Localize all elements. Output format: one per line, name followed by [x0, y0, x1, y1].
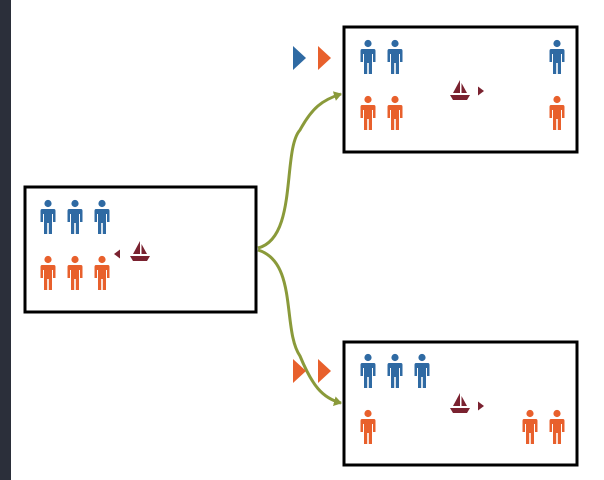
cannibal-move-triangle-icon	[318, 359, 331, 383]
cannibal-move-triangle-icon	[293, 359, 306, 383]
missionary-person-icon	[387, 39, 403, 74]
cannibal-person-icon	[360, 95, 376, 130]
transition-arrow-down	[257, 248, 342, 407]
cannibal-person-icon	[549, 95, 565, 130]
missionary-person-icon	[549, 39, 565, 74]
cannibal-person-icon	[360, 409, 376, 444]
missionary-person-icon	[414, 353, 430, 388]
boat-direction-left-icon	[114, 249, 120, 259]
cannibal-person-icon	[67, 255, 83, 290]
cannibal-person-icon	[387, 95, 403, 130]
cannibal-person-icon	[522, 409, 538, 444]
state-box-move-one-each	[342, 25, 579, 154]
sailboat-icon	[450, 393, 470, 413]
cannibal-person-icon	[40, 255, 56, 290]
missionary-person-icon	[40, 199, 56, 234]
missionary-person-icon	[67, 199, 83, 234]
window-edge-bar	[0, 0, 11, 480]
missionary-person-icon	[94, 199, 110, 234]
boat-direction-right-icon	[478, 401, 484, 411]
sailboat-icon	[130, 241, 150, 261]
state-box-initial	[23, 185, 258, 314]
sailboat-icon	[450, 80, 470, 100]
boat-direction-right-icon	[478, 86, 484, 96]
missionary-person-icon	[360, 39, 376, 74]
missionary-move-triangle-icon	[293, 46, 306, 70]
cannibal-move-triangle-icon	[318, 46, 331, 70]
missionary-person-icon	[360, 353, 376, 388]
transition-arrow-up	[257, 91, 342, 250]
cannibal-person-icon	[549, 409, 565, 444]
cannibal-person-icon	[94, 255, 110, 290]
state-box-move-two-cannibals	[342, 340, 579, 467]
missionary-person-icon	[387, 353, 403, 388]
